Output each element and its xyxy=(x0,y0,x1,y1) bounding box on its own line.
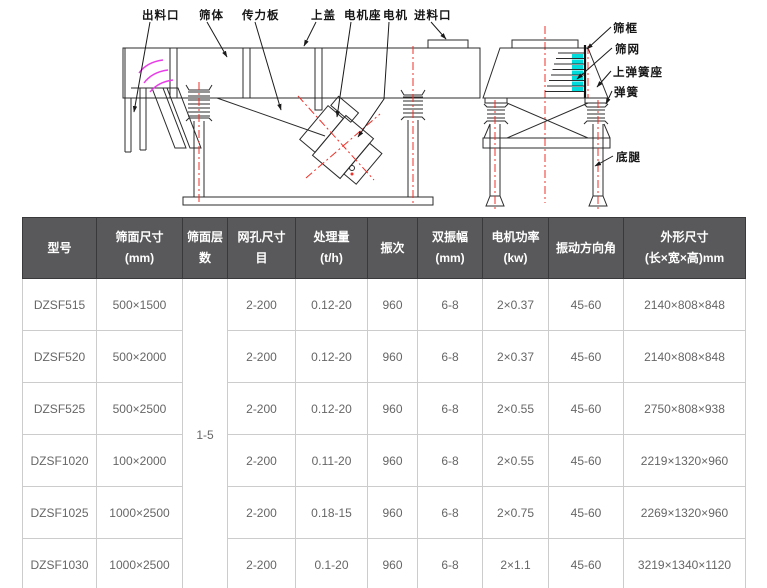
header-motor-power: 电机功率(kw) xyxy=(482,217,549,279)
cell-angle: 45-60 xyxy=(548,434,624,487)
motor-assembly xyxy=(299,95,383,185)
label-leader-lines xyxy=(132,21,614,167)
cell-power: 2×0.37 xyxy=(482,330,549,383)
cell-power: 2×0.37 xyxy=(482,278,549,331)
header-model: 型号 xyxy=(22,217,97,279)
label-motor-seat: 电机座 xyxy=(344,8,382,22)
cell-capacity: 0.12-20 xyxy=(295,382,368,435)
cell-angle: 45-60 xyxy=(548,486,624,539)
cell-dims: 2269×1320×960 xyxy=(623,486,746,539)
diagram-svg: 出料口 筛体 传力板 上盖 电机座 电机 进料口 筛框 筛网 上弹簧座 弹簧 底… xyxy=(122,8,663,210)
cell-model: DZSF1025 xyxy=(22,486,97,539)
cell-capacity: 0.11-20 xyxy=(295,434,368,487)
cell-dims: 2219×1320×960 xyxy=(623,434,746,487)
cell-mesh: 2-200 xyxy=(227,538,296,588)
side-view-drawing xyxy=(122,39,481,206)
cell-capacity: 0.1-20 xyxy=(295,538,368,588)
cell-angle: 45-60 xyxy=(548,538,624,588)
cell-freq: 960 xyxy=(367,330,418,383)
label-feed-inlet: 进料口 xyxy=(414,8,452,22)
screen-mesh-cells xyxy=(572,54,583,91)
cell-power: 2×0.55 xyxy=(482,382,549,435)
cell-capacity: 0.18-15 xyxy=(295,486,368,539)
cell-mesh: 2-200 xyxy=(227,486,296,539)
end-view-drawing xyxy=(482,26,611,210)
cell-freq: 960 xyxy=(367,278,418,331)
cell-freq: 960 xyxy=(367,434,418,487)
label-screen-frame: 筛框 xyxy=(613,21,638,35)
label-screen-mesh: 筛网 xyxy=(615,42,640,56)
cell-model: DZSF1020 xyxy=(22,434,97,487)
cell-angle: 45-60 xyxy=(548,278,624,331)
cell-capacity: 0.12-20 xyxy=(295,278,368,331)
cell-size: 500×2000 xyxy=(96,330,183,383)
label-discharge-port: 出料口 xyxy=(142,8,180,22)
cell-power: 2×0.75 xyxy=(482,486,549,539)
cell-size: 100×2000 xyxy=(96,434,183,487)
cell-amp: 6-8 xyxy=(417,486,483,539)
cell-size: 500×2500 xyxy=(96,382,183,435)
cell-amp: 6-8 xyxy=(417,278,483,331)
cell-mesh: 2-200 xyxy=(227,434,296,487)
cell-dims: 2140×808×848 xyxy=(623,278,746,331)
cell-angle: 45-60 xyxy=(548,330,624,383)
label-bottom-leg: 底腿 xyxy=(616,150,641,164)
cell-amp: 6-8 xyxy=(417,538,483,588)
vibrating-screen-diagram: 出料口 筛体 传力板 上盖 电机座 电机 进料口 筛框 筛网 上弹簧座 弹簧 底… xyxy=(0,0,767,216)
cell-mesh: 2-200 xyxy=(227,330,296,383)
label-upper-spring-seat: 上弹簧座 xyxy=(613,65,663,79)
cell-capacity: 0.12-20 xyxy=(295,330,368,383)
cell-dims: 2750×808×938 xyxy=(623,382,746,435)
header-capacity: 处理量(t/h) xyxy=(295,217,368,279)
cell-amp: 6-8 xyxy=(417,434,483,487)
label-motor: 电机 xyxy=(383,8,408,22)
cell-model: DZSF525 xyxy=(22,382,97,435)
cell-power: 2×0.55 xyxy=(482,434,549,487)
cell-model: DZSF515 xyxy=(22,278,97,331)
cell-model: DZSF1030 xyxy=(22,538,97,588)
header-mesh-size: 网孔尺寸目 xyxy=(227,217,296,279)
cell-size: 500×1500 xyxy=(96,278,183,331)
label-top-cover: 上盖 xyxy=(311,8,336,22)
label-screen-body: 筛体 xyxy=(199,8,224,22)
header-amplitude: 双振幅(mm) xyxy=(417,217,483,279)
header-vibration-angle: 振动方向角 xyxy=(548,217,624,279)
cell-dims: 2140×808×848 xyxy=(623,330,746,383)
label-force-plate: 传力板 xyxy=(241,8,280,22)
header-screen-size: 筛面尺寸(mm) xyxy=(96,217,183,279)
cell-amp: 6-8 xyxy=(417,330,483,383)
cell-mesh: 2-200 xyxy=(227,278,296,331)
header-layers: 筛面层数 xyxy=(182,217,228,279)
cell-power: 2×1.1 xyxy=(482,538,549,588)
cell-mesh: 2-200 xyxy=(227,382,296,435)
cell-dims: 3219×1340×1120 xyxy=(623,538,746,588)
cell-freq: 960 xyxy=(367,538,418,588)
cell-size: 1000×2500 xyxy=(96,486,183,539)
header-frequency: 振次 xyxy=(367,217,418,279)
cell-freq: 960 xyxy=(367,382,418,435)
cell-angle: 45-60 xyxy=(548,382,624,435)
header-overall-dims: 外形尺寸(长×宽×高)mm xyxy=(623,217,746,279)
spec-table-header: 型号 筛面尺寸(mm) 筛面层数 网孔尺寸目 处理量(t/h) 振次 双振幅(m… xyxy=(22,217,746,279)
label-spring: 弹簧 xyxy=(614,85,639,99)
cell-layers-merged: 1-5 xyxy=(182,278,228,588)
cell-freq: 960 xyxy=(367,486,418,539)
spec-table: 型号 筛面尺寸(mm) 筛面层数 网孔尺寸目 处理量(t/h) 振次 双振幅(m… xyxy=(22,217,746,588)
cell-size: 1000×2500 xyxy=(96,538,183,588)
cell-amp: 6-8 xyxy=(417,382,483,435)
cell-model: DZSF520 xyxy=(22,330,97,383)
